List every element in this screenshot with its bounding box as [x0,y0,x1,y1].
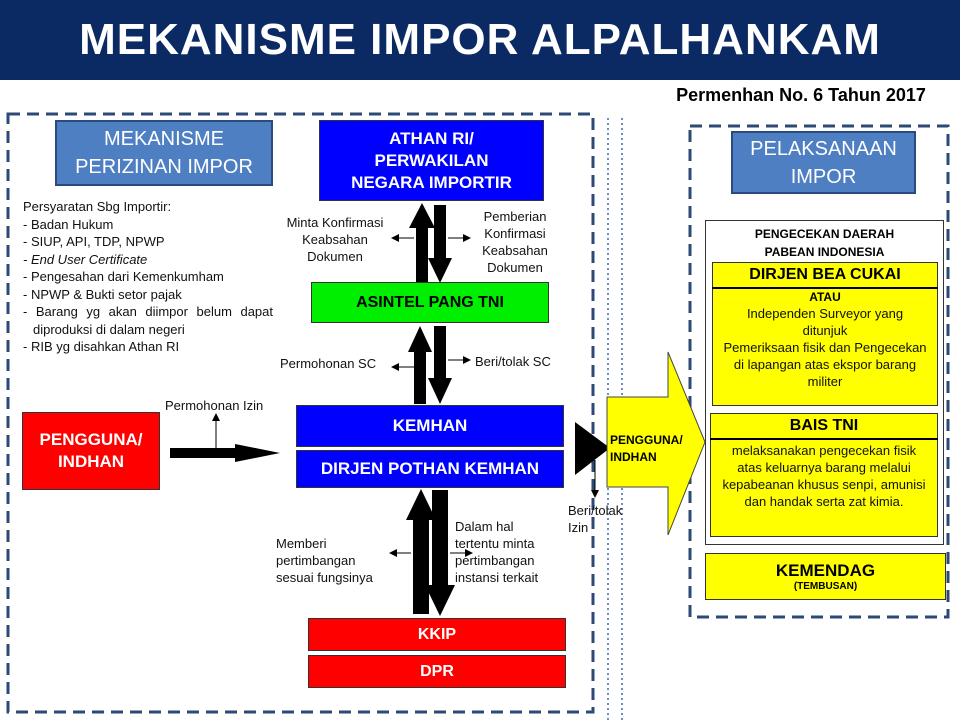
kemendag-box: KEMENDAG (TEMBUSAN) [705,553,946,600]
pengguna-arrow-shape [606,351,706,536]
pengguna-node: PENGGUNA/ INDHAN [22,412,160,490]
atau-label: ATAU [809,290,841,304]
bais-box: BAIS TNI melaksanakan pengecekan fisik a… [710,413,938,537]
bais-text: melaksanakan pengecekan fisik atas kelua… [722,443,926,509]
requirement-item: - SIUP, API, TDP, NPWP [23,234,165,249]
bea-cukai-box: DIRJEN BEA CUKAI ATAU Independen Surveyo… [712,262,938,406]
requirement-item: - Barang yg akan diimpor belum dapat dip… [23,304,273,337]
kemhan-node: KEMHAN [296,405,564,447]
permohonan-izin-label: Permohonan Izin [165,398,264,413]
beri-sc-label: Beri/tolak SC [475,354,551,369]
dalam-hal-label: Dalam hal tertentu minta pertimbangan in… [455,519,539,585]
perizinan-heading: MEKANISME PERIZINAN IMPOR [55,120,273,186]
dirjen-pothan-node: DIRJEN POTHAN KEMHAN [296,450,564,488]
pengecekan-title: PENGECEKAN DAERAH PABEAN INDONESIA [754,227,895,259]
requirements-title: Persyaratan Sbg Importir: [23,199,172,214]
requirement-item: - End User Certificate [23,251,148,267]
requirement-item: - Badan Hukum [23,216,114,232]
pengguna-arrow-label: PENGGUNA/ INDHAN [610,433,683,464]
requirements-list: Persyaratan Sbg Importir: - Badan Hukum … [23,198,273,356]
bea-cukai-title: DIRJEN BEA CUKAI [712,263,938,289]
requirement-item: - RIB yg disahkan Athan RI [23,339,180,354]
left-dashed-frame [6,112,595,714]
athan-node: ATHAN RI/ PERWAKILAN NEGARA IMPORTIR [319,120,544,201]
requirement-item: - NPWP & Bukti setor pajak [23,286,182,302]
requirement-item: - Pengesahan dari Kemenkumham [23,269,224,284]
asintel-node: ASINTEL PANG TNI [311,282,549,323]
minta-label: Minta Konfirmasi Keabsahan Dokumen [286,215,384,264]
pemeriksaan-text: Pemeriksaan fisik dan Pengecekan di lapa… [723,340,927,389]
kemendag-sub: (TEMBUSAN) [793,581,858,592]
beri-izin-label: Beri/tolak Izin [568,503,623,535]
dpr-node: DPR [308,655,566,688]
right-dashed-frame [688,124,950,619]
pemberian-label: Pemberian Konfirmasi Keabsahan Dokumen [482,209,548,275]
memberi-label: Memberi pertimbangan sesuai fungsinya [276,536,373,585]
slide-title: MEKANISME IMPOR ALPALHANKAM [0,0,960,80]
arrow-down [428,205,452,283]
arrow-up [409,203,435,282]
pelaksanaan-heading: PELAKSANAAN IMPOR [731,131,916,194]
kkip-node: KKIP [308,618,566,651]
regulation-label: Permenhan No. 6 Tahun 2017 [676,85,926,105]
kemendag-title: KEMENDAG [775,561,876,580]
bais-title: BAIS TNI [710,414,938,440]
surveyor-text: Independen Surveyor yang ditunjuk [746,306,904,338]
permohonan-sc-label: Permohonan SC [280,356,377,371]
